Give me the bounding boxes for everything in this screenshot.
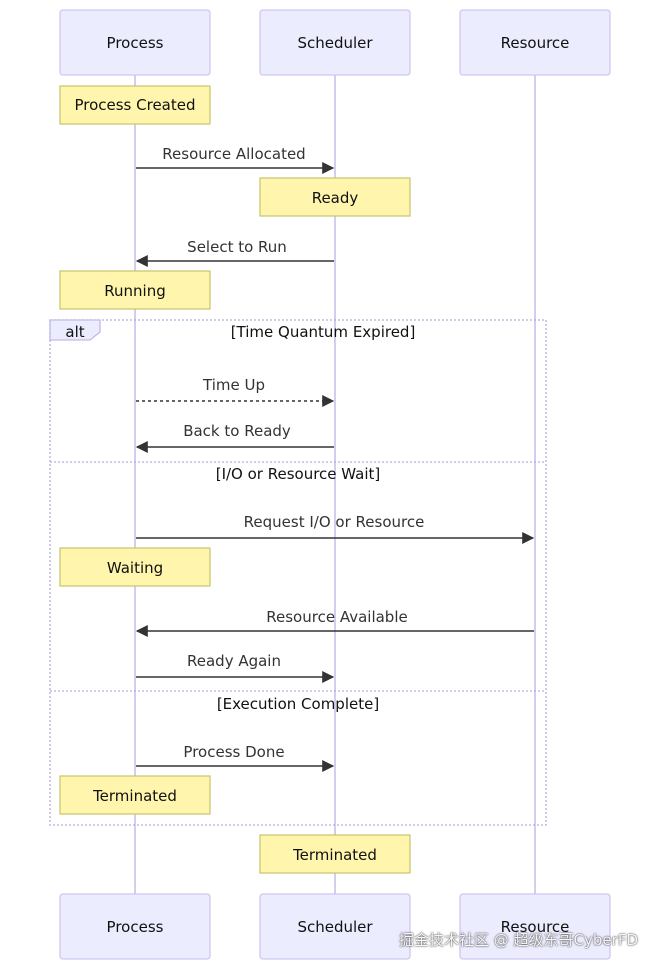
participant-process-bottom: Process <box>59 893 211 960</box>
participant-process-top: Process <box>59 9 211 76</box>
participant-resource-top: Resource <box>459 9 611 76</box>
message-label-resource-available: Resource Available <box>266 608 407 626</box>
svg-text:Terminated: Terminated <box>292 846 377 864</box>
note-terminated-process: Terminated <box>59 775 211 815</box>
alt-condition-time-quantum: [Time Quantum Expired] <box>231 323 416 341</box>
svg-text:Scheduler: Scheduler <box>297 34 373 52</box>
alt-condition-io-wait: [I/O or Resource Wait] <box>216 465 381 483</box>
svg-text:Running: Running <box>104 282 165 300</box>
svg-text:Process: Process <box>107 34 164 52</box>
message-label-ready-again: Ready Again <box>187 652 281 670</box>
message-label-request-io: Request I/O or Resource <box>244 513 425 531</box>
alt-frame <box>49 319 547 826</box>
svg-text:Resource: Resource <box>501 34 570 52</box>
alt-condition-execution-complete: [Execution Complete] <box>217 695 379 713</box>
note-waiting: Waiting <box>59 547 211 587</box>
note-running: Running <box>59 270 211 310</box>
watermark-text: 掘金技术社区 @ 超级东哥CyberFD <box>399 931 638 949</box>
message-label-process-done: Process Done <box>183 743 284 761</box>
svg-text:Resource: Resource <box>501 918 570 936</box>
alt-tab <box>49 319 101 341</box>
participant-scheduler-top: Scheduler <box>259 9 411 76</box>
svg-text:Terminated: Terminated <box>92 787 177 805</box>
svg-text:Ready: Ready <box>312 189 359 207</box>
participant-scheduler-bottom: Scheduler <box>259 893 411 960</box>
message-label-resource-allocated: Resource Allocated <box>162 145 305 163</box>
message-label-time-up: Time Up <box>202 376 265 394</box>
alt-label: alt <box>65 323 84 341</box>
message-label-select-to-run: Select to Run <box>187 238 287 256</box>
note-ready: Ready <box>259 177 411 217</box>
svg-text:Process Created: Process Created <box>74 96 195 114</box>
svg-text:Waiting: Waiting <box>107 559 163 577</box>
note-terminated-scheduler: Terminated <box>259 834 411 874</box>
svg-text:Process: Process <box>107 918 164 936</box>
note-process-created: Process Created <box>59 85 211 125</box>
svg-text:Scheduler: Scheduler <box>297 918 373 936</box>
message-label-back-to-ready: Back to Ready <box>183 422 291 440</box>
participant-resource-bottom: Resource <box>459 893 611 960</box>
